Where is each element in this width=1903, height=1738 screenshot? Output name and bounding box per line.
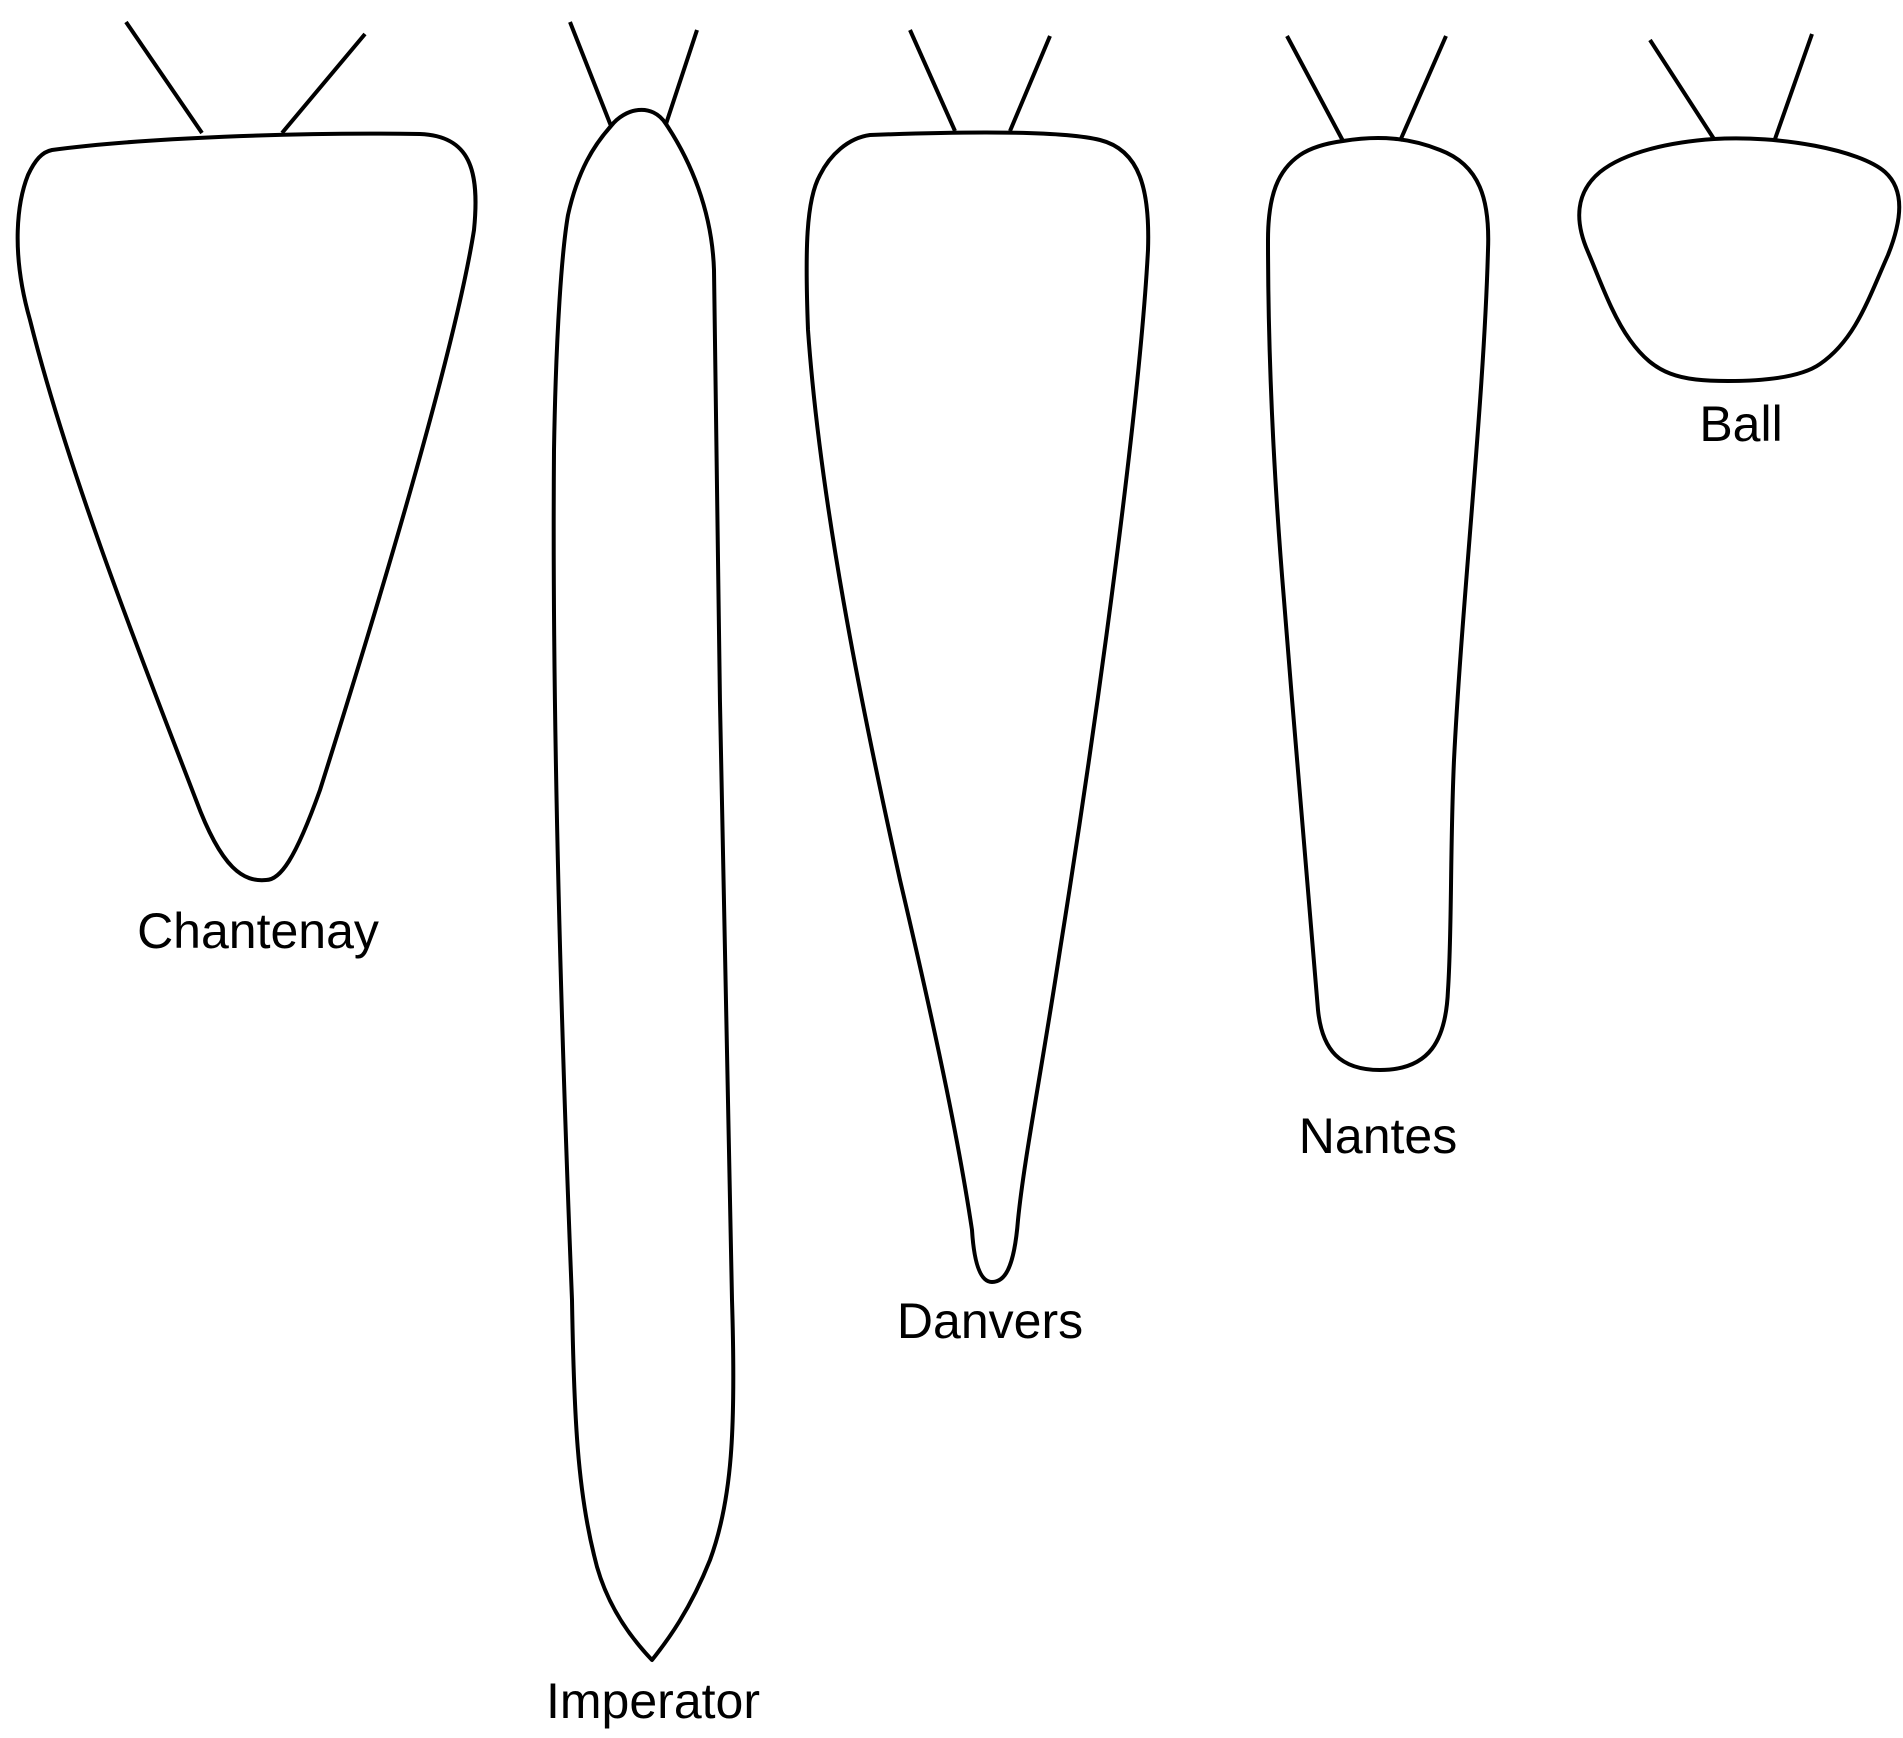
ball-leaf-left — [1648, 38, 1716, 141]
carrot-danvers: Danvers — [804, 29, 1151, 1349]
nantes-label: Nantes — [1299, 1108, 1457, 1164]
carrot-ball: Ball — [1577, 33, 1902, 452]
nantes-root-outline — [1266, 136, 1491, 1072]
imperator-leaf-right — [664, 29, 699, 125]
chantenay-leaf-right — [280, 32, 367, 135]
danvers-root-outline — [804, 130, 1151, 1284]
carrot-nantes: Nantes — [1266, 35, 1491, 1164]
chantenay-leaf-left — [124, 20, 204, 135]
imperator-root-outline — [551, 107, 736, 1662]
imperator-leaf-left — [568, 21, 613, 127]
chantenay-label: Chantenay — [137, 903, 379, 959]
danvers-leaf-left — [908, 29, 957, 132]
ball-root-outline — [1577, 136, 1902, 383]
carrot-imperator: Imperator — [546, 21, 760, 1729]
ball-label: Ball — [1699, 396, 1782, 452]
nantes-leaf-right — [1398, 35, 1448, 142]
chantenay-root-outline — [15, 131, 478, 883]
imperator-label: Imperator — [546, 1673, 760, 1729]
danvers-label: Danvers — [897, 1293, 1083, 1349]
danvers-leaf-right — [1008, 35, 1052, 132]
carrot-chantenay: Chantenay — [15, 20, 478, 959]
nantes-leaf-left — [1285, 35, 1345, 142]
ball-leaf-right — [1773, 33, 1814, 140]
